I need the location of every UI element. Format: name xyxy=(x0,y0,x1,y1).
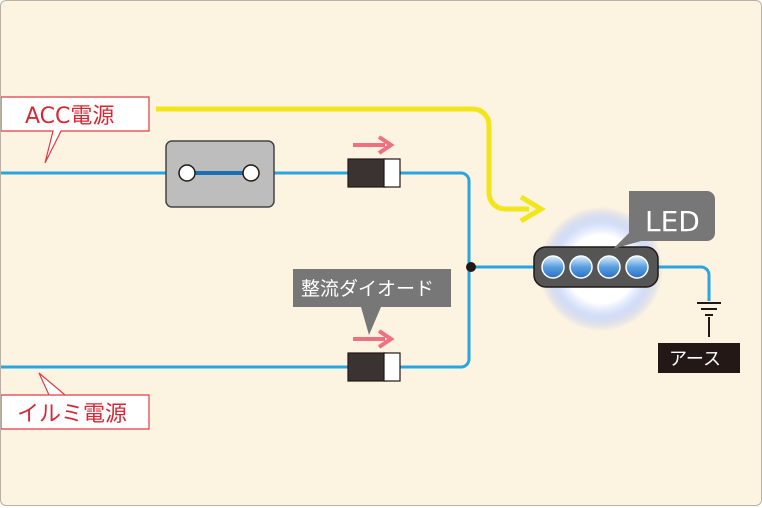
switch-icon xyxy=(165,140,275,208)
diode-lower xyxy=(347,329,401,382)
wire-to-ground xyxy=(656,265,711,301)
led-label: LED xyxy=(645,205,700,238)
illumi-power-label: イルミ電源 xyxy=(17,402,127,427)
ground-icon xyxy=(697,302,721,337)
acc-callout: ACC電源 xyxy=(1,96,150,164)
rectifier-callout: 整流ダイオード xyxy=(293,269,451,335)
rectifier-diode-label: 整流ダイオード xyxy=(301,278,434,300)
junction-dot xyxy=(466,262,476,272)
diode-icon xyxy=(347,158,387,188)
ground-label: アース xyxy=(669,349,721,370)
diode-upper xyxy=(347,135,401,188)
illumi-callout: イルミ電源 xyxy=(1,372,150,430)
diode-icon xyxy=(347,352,387,382)
ground-callout: アース xyxy=(658,343,740,373)
led-bar-icon xyxy=(533,246,659,288)
acc-power-label: ACC電源 xyxy=(25,104,114,129)
led-callout: LED xyxy=(613,191,715,249)
acc-arrow xyxy=(156,106,546,224)
